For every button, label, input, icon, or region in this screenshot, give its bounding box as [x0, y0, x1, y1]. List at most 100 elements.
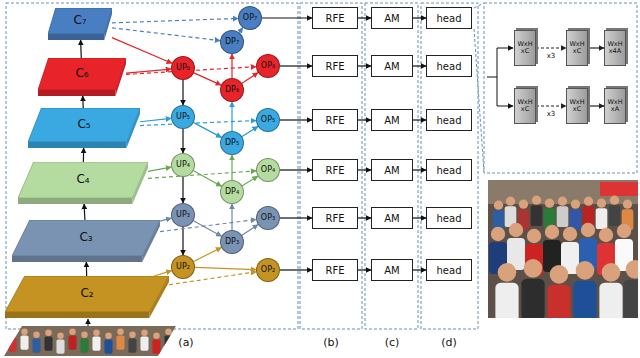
branch-wire [497, 106, 513, 107]
box-label: WxH xC [517, 41, 532, 55]
connector-arrow [242, 225, 258, 236]
path-node: UP₆ [171, 56, 195, 80]
connector-arrow [231, 204, 232, 230]
connector-arrow [280, 217, 312, 218]
box-label: AM [384, 61, 399, 72]
branch-wire [497, 48, 498, 106]
detail-frame [484, 3, 637, 173]
feature-layer: C₂ [5, 276, 169, 318]
connector-arrow [231, 102, 232, 131]
panel-label: (a) [178, 336, 193, 349]
person [505, 197, 517, 227]
zoom-line [474, 29, 484, 173]
connector-arrow [413, 17, 426, 18]
head-box: head [426, 159, 472, 181]
panel-frame [6, 3, 298, 329]
person [543, 225, 561, 272]
box-label: AM [384, 115, 399, 126]
slab-front [48, 34, 104, 40]
person [583, 197, 595, 227]
head-box: head [426, 7, 472, 29]
box-label: WxH xC [517, 99, 532, 113]
connector-arrow [182, 227, 183, 255]
rfe-box: RFE [312, 7, 358, 29]
connector-arrow [80, 40, 82, 58]
node-label: UP₄ [176, 161, 190, 170]
path-node: OP₅ [256, 108, 280, 132]
conv-block: WxH xC [514, 30, 536, 66]
connector-arrow [358, 119, 371, 120]
feature-layer: C₅ [28, 108, 140, 148]
node-label: UP₂ [176, 263, 190, 272]
connector-arrow [358, 169, 371, 170]
box-label: head [437, 265, 462, 276]
box-label: WxH x4A [607, 41, 622, 55]
path-node: DP₆ [220, 78, 244, 102]
connector-arrow [231, 54, 232, 78]
conv-block: WxH xA [604, 88, 626, 124]
box-label: AM [384, 165, 399, 176]
am-box: AM [371, 109, 413, 131]
person [557, 197, 569, 227]
box-label: RFE [325, 165, 344, 176]
slab-side [149, 276, 169, 318]
person [140, 330, 148, 351]
person [32, 332, 40, 353]
path-node: UP₂ [171, 255, 195, 279]
am-box: AM [371, 7, 413, 29]
person [623, 260, 638, 318]
connector-arrow [413, 169, 426, 170]
slab-front [38, 90, 115, 96]
node-label: DP₃ [225, 238, 239, 247]
am-box: AM [371, 159, 413, 181]
connector-arrow [194, 73, 221, 85]
layer-label: C₆ [75, 67, 88, 80]
box-label: RFE [325, 13, 344, 24]
conv-block: WxH xC [514, 88, 536, 124]
panel-frame [365, 3, 418, 329]
panel-label: (c) [385, 336, 400, 349]
node-label: DP₇ [225, 38, 239, 47]
person [20, 329, 28, 350]
box-label: head [437, 165, 462, 176]
connector-arrow [82, 96, 84, 108]
connector-arrow [182, 177, 183, 203]
connector-arrow [358, 217, 371, 218]
connector-arrow [231, 155, 232, 180]
box-label: WxH xA [607, 99, 622, 113]
person [521, 259, 544, 318]
connector-arrow [112, 28, 220, 41]
node-label: OP₄ [261, 166, 275, 175]
person [609, 196, 621, 226]
path-node: OP₄ [256, 158, 280, 182]
connector-arrow [182, 80, 183, 105]
person [8, 331, 16, 352]
layer-label: C₂ [80, 287, 93, 300]
path-node: OP₂ [256, 258, 280, 282]
rfe-box: RFE [312, 207, 358, 229]
person [547, 265, 570, 318]
connector-arrow [86, 262, 87, 276]
person [531, 196, 543, 226]
slab-top [5, 276, 169, 312]
output-image [488, 180, 638, 318]
path-node: OP₇ [238, 6, 262, 30]
slab-top [48, 8, 112, 34]
path-node: DP₄ [220, 180, 244, 204]
node-label: DP₆ [225, 86, 239, 95]
person [68, 329, 76, 350]
connector-arrow [194, 123, 222, 138]
connector-arrow [148, 171, 256, 179]
photo-ground [0, 326, 180, 358]
node-label: OP₃ [261, 214, 275, 223]
slab-top [18, 162, 148, 198]
connector-arrow [280, 65, 312, 66]
connector-arrow [242, 126, 258, 136]
box-label: RFE [325, 61, 344, 72]
connector-arrow [358, 65, 371, 66]
box-label: head [437, 61, 462, 72]
connector-arrow [239, 28, 243, 33]
connector-arrow [83, 204, 85, 220]
connector-arrow [194, 221, 222, 236]
node-label: UP₅ [176, 113, 190, 122]
